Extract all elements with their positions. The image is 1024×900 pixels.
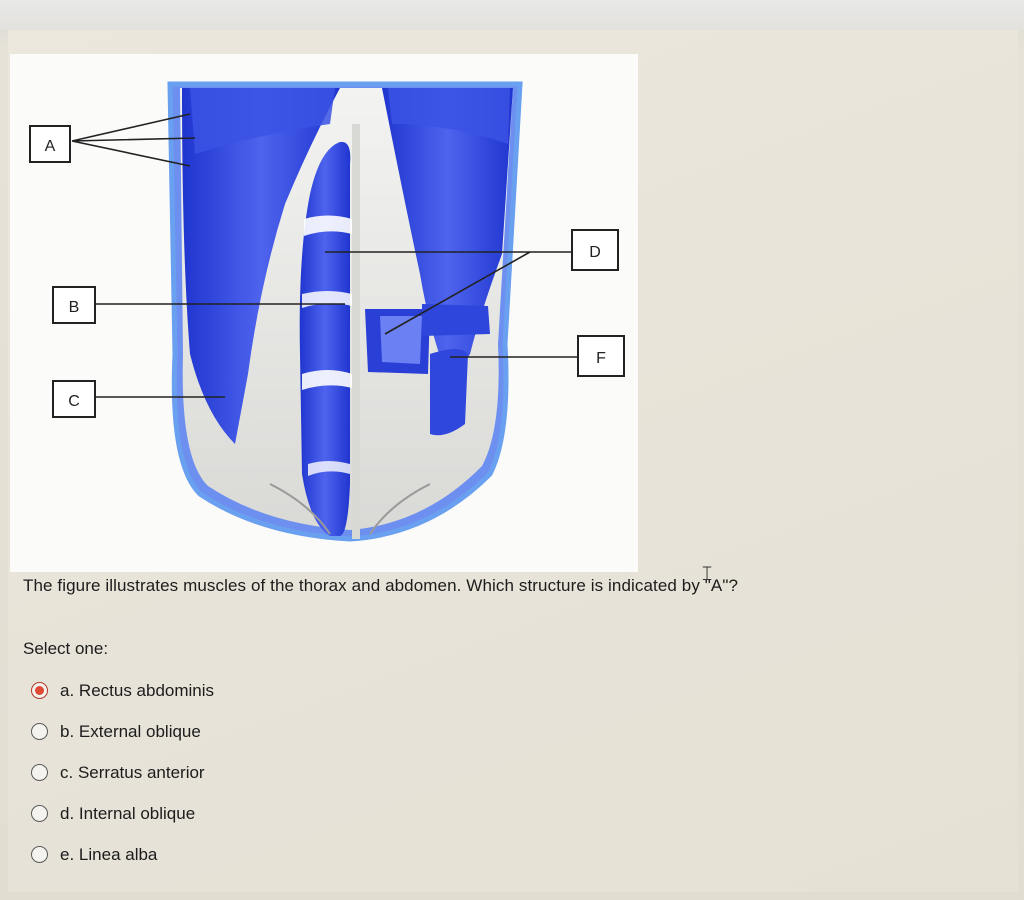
label-b: B — [69, 299, 80, 316]
select-one-prompt: Select one: — [23, 639, 109, 658]
answer-options: a. Rectus abdominis b. External oblique … — [31, 670, 214, 875]
left-oblique-muscle — [182, 88, 340, 444]
label-f-box: F — [577, 335, 625, 377]
label-b-box: B — [52, 286, 96, 324]
label-f: F — [596, 350, 606, 367]
option-c-label[interactable]: c. Serratus anterior — [60, 762, 205, 782]
transversus-band — [422, 304, 490, 336]
label-d-box: D — [571, 229, 619, 271]
option-a-label[interactable]: a. Rectus abdominis — [60, 680, 215, 700]
linea-alba — [352, 124, 360, 539]
option-d-label[interactable]: d. Internal oblique — [60, 803, 196, 823]
top-strip — [0, 0, 1024, 30]
option-c-radio[interactable] — [31, 764, 48, 781]
option-b-label[interactable]: b. External oblique — [60, 721, 201, 741]
anatomy-illustration: A B C D F — [29, 81, 625, 542]
label-d: D — [589, 244, 601, 261]
label-c-box: C — [52, 380, 96, 418]
upper-left-chest — [190, 88, 335, 154]
label-a: A — [45, 138, 56, 155]
leader-d — [325, 251, 572, 335]
rectus-abdominis — [299, 141, 351, 536]
option-e[interactable]: e. Linea alba — [31, 834, 214, 875]
question-text: The figure illustrates muscles of the th… — [23, 576, 739, 595]
option-b-radio[interactable] — [31, 723, 48, 740]
anatomy-figure: A B C D F — [10, 54, 638, 572]
option-c[interactable]: c. Serratus anterior — [31, 752, 214, 793]
upper-right-chest — [388, 88, 510, 144]
option-e-radio[interactable] — [31, 846, 48, 863]
option-a[interactable]: a. Rectus abdominis — [31, 670, 214, 711]
option-d-radio[interactable] — [31, 805, 48, 822]
leader-a — [71, 113, 196, 167]
text-cursor-icon: 𝙸 — [700, 561, 715, 585]
option-e-label[interactable]: e. Linea alba — [60, 844, 158, 864]
option-b[interactable]: b. External oblique — [31, 711, 214, 752]
option-d[interactable]: d. Internal oblique — [31, 793, 214, 834]
option-a-radio[interactable] — [31, 682, 48, 699]
label-c: C — [68, 393, 80, 410]
label-a-box: A — [29, 125, 71, 163]
